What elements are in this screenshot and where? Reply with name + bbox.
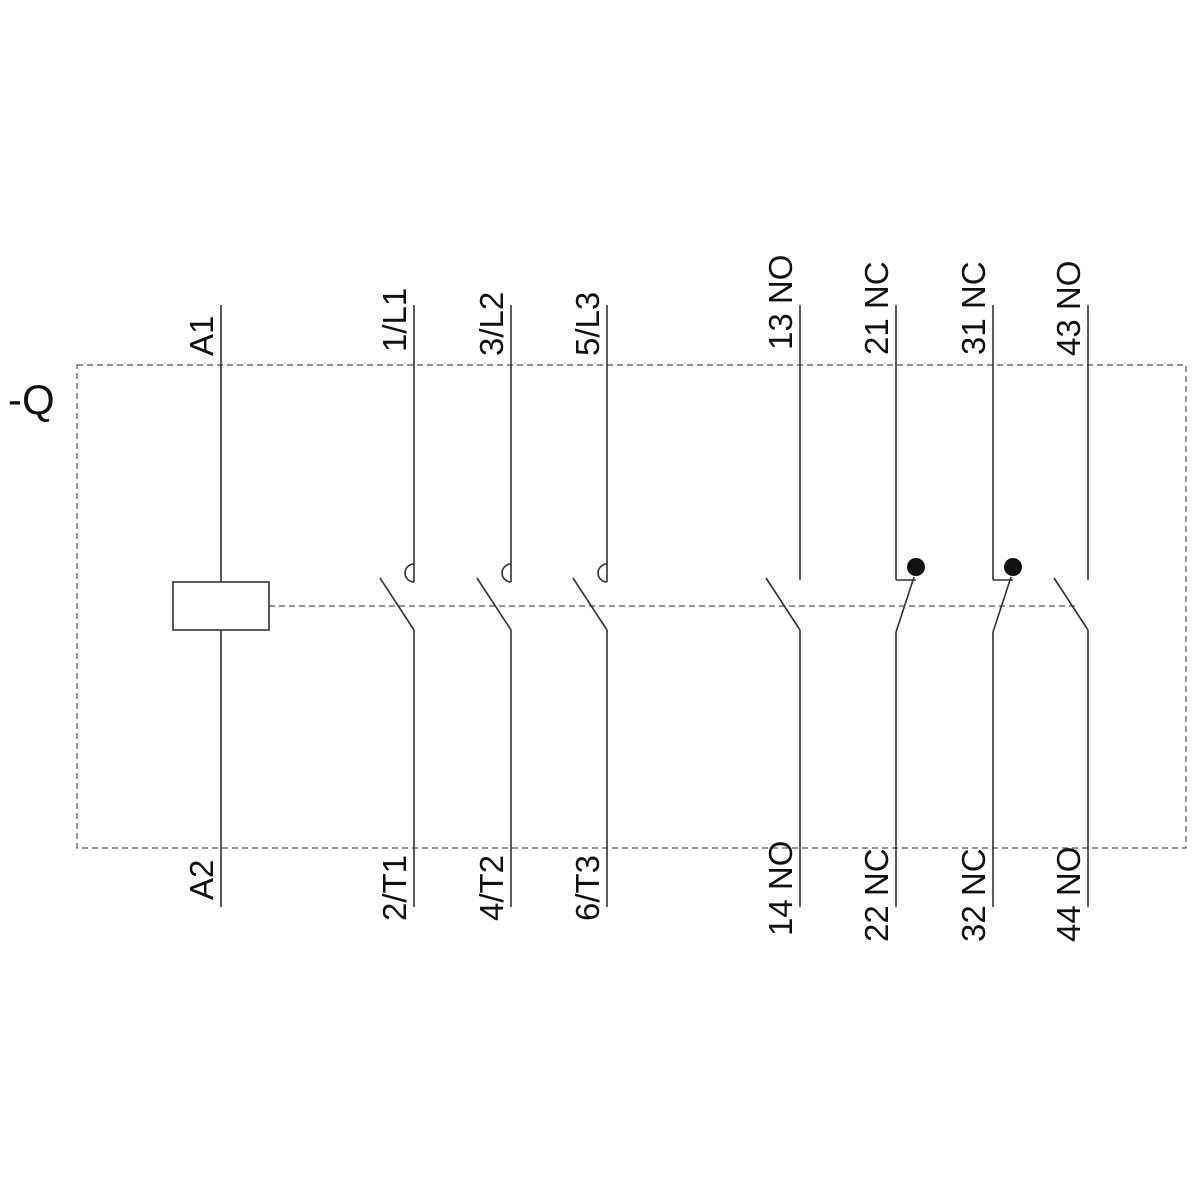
aux-contact-32-bottom-label: 32 NC (955, 848, 992, 942)
aux-contact-43-top-label: 43 NO (1050, 261, 1087, 356)
aux-contact-31-top-label: 31 NC (955, 261, 992, 355)
aux-contact-14-bottom-label: 14 NO (762, 841, 799, 936)
main-contact-2: 3/L2 4/T2 (473, 292, 512, 921)
main-contact-2-arc-chute (501, 563, 512, 583)
main-contact-2-top-label: 3/L2 (473, 292, 510, 356)
device-enclosure (76, 364, 1187, 849)
main-contact-1: 1/L1 2/T1 (376, 288, 415, 921)
aux-contact-22-bottom-label: 22 NC (858, 848, 895, 942)
aux-contact-44-bottom-label: 44 NO (1050, 847, 1087, 942)
aux-contact-21-22-blade (895, 576, 915, 633)
main-contact-3: 5/L3 6/T3 (569, 292, 608, 921)
device-reference: -Q (8, 376, 55, 423)
aux-contact-43-44: 43 NO 44 NO (1050, 261, 1089, 942)
coil-symbol (172, 581, 270, 631)
main-contact-3-blade (572, 577, 608, 631)
coil-terminal-a1: A1 (183, 316, 220, 356)
main-contact-3-top-label: 5/L3 (569, 292, 606, 356)
aux-contact-31-32-nc-dot-icon (1004, 558, 1022, 576)
aux-contact-13-14-blade (765, 577, 801, 631)
main-contact-1-arc-chute (404, 563, 415, 583)
aux-contact-13-14: 13 NO 14 NO (762, 255, 801, 936)
main-contact-2-blade (476, 577, 512, 631)
aux-contact-13-top-label: 13 NO (762, 255, 799, 350)
main-contact-1-blade (379, 577, 415, 631)
aux-contact-21-22-nc-dot-icon (907, 558, 925, 576)
main-contact-1-top-label: 1/L1 (376, 288, 413, 352)
aux-contact-31-32-blade (992, 576, 1012, 633)
coil-terminal-a2: A2 (183, 860, 220, 900)
aux-contact-43-44-blade (1053, 577, 1089, 631)
main-contact-1-bottom-label: 2/T1 (376, 855, 413, 921)
main-contact-2-bottom-label: 4/T2 (473, 855, 510, 921)
aux-contact-21-22: 21 NC 22 NC (858, 261, 925, 942)
aux-contact-21-top-label: 21 NC (858, 261, 895, 355)
aux-contact-31-32: 31 NC 32 NC (955, 261, 1022, 942)
main-contact-3-bottom-label: 6/T3 (569, 855, 606, 921)
coil: A1 A2 (172, 305, 270, 907)
main-contact-3-arc-chute (597, 563, 608, 583)
